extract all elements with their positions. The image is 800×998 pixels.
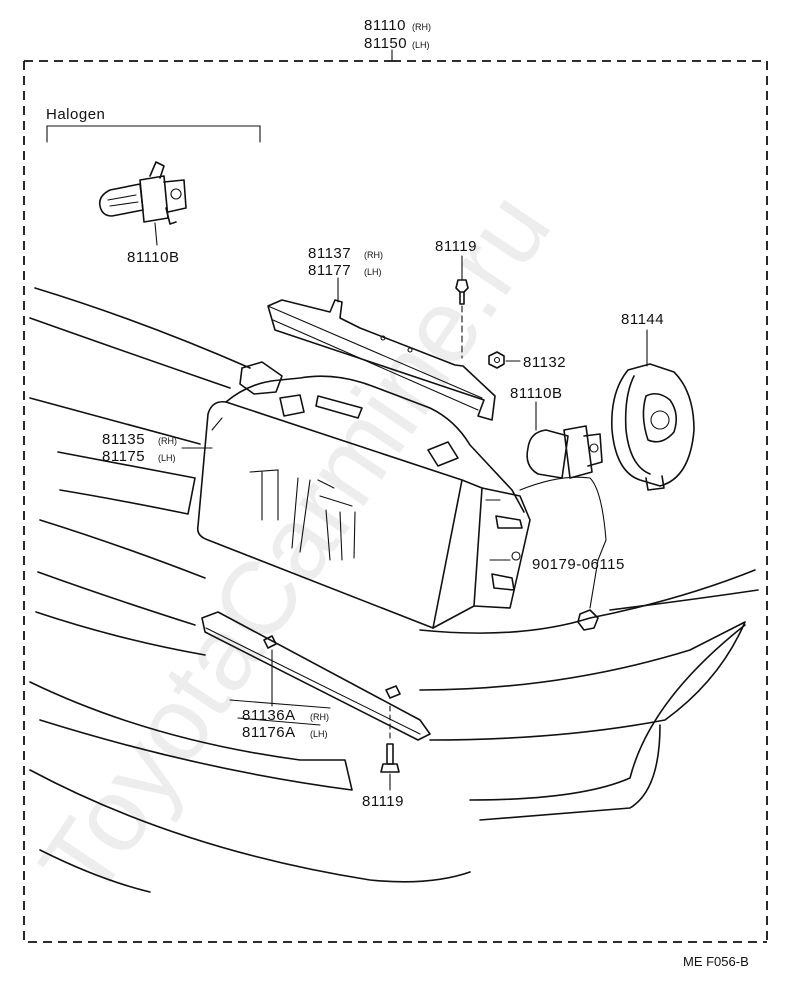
part-label-inset-bulb: 81110B xyxy=(127,249,180,266)
svg-text:81150: 81150 xyxy=(364,35,407,52)
svg-text:(LH): (LH) xyxy=(310,729,328,739)
lower-bracket-icon xyxy=(201,611,431,741)
halogen-label: Halogen xyxy=(46,106,105,123)
part-label-unit-rh: 81135 xyxy=(102,431,145,448)
part-label-bulb: 81110B xyxy=(510,385,563,402)
part-label-upper-bracket-lh: 81177 xyxy=(308,262,351,279)
top-screw-icon xyxy=(455,279,469,359)
svg-text:(RH): (RH) xyxy=(158,436,177,446)
svg-text:(LH): (LH) xyxy=(158,453,176,463)
inset-bulb-icon xyxy=(98,161,187,246)
figure-code: ME F056-B xyxy=(683,954,749,969)
svg-text:(LH): (LH) xyxy=(364,267,382,277)
headlamp-unit-icon xyxy=(196,361,531,629)
part-label-bottom-screw: 81119 xyxy=(362,793,404,810)
svg-text:(RH): (RH) xyxy=(412,22,431,32)
assembly-frame xyxy=(23,49,768,943)
watermark: ToyotaCarmine.ru xyxy=(18,173,573,918)
part-label-socket-cover: 81144 xyxy=(621,311,664,328)
part-label-unit-lh: 81175 xyxy=(102,448,145,465)
part-label-nut: 81132 xyxy=(523,354,566,371)
bumper-outline xyxy=(29,287,759,893)
part-label-clip: 90179-06115 xyxy=(532,556,625,573)
bottom-screw-icon xyxy=(380,705,400,773)
svg-text:(RH): (RH) xyxy=(310,712,329,722)
halogen-group: Halogen xyxy=(46,106,261,143)
svg-text:81110: 81110 xyxy=(364,17,406,34)
clip-icon xyxy=(519,476,607,631)
assembly-part-number: 81110 (RH) 81150 (LH) xyxy=(364,17,431,52)
socket-cover-icon xyxy=(611,363,695,491)
bulb-icon xyxy=(526,425,603,479)
upper-bracket-icon xyxy=(267,299,496,421)
svg-text:(RH): (RH) xyxy=(364,250,383,260)
part-label-lower-bracket-rh: 81136A xyxy=(242,707,296,724)
svg-text:(LH): (LH) xyxy=(412,40,430,50)
part-label-top-screw: 81119 xyxy=(435,238,477,255)
part-label-upper-bracket-rh: 81137 xyxy=(308,245,351,262)
nut-icon xyxy=(488,351,505,369)
part-label-lower-bracket-lh: 81176A xyxy=(242,724,296,741)
